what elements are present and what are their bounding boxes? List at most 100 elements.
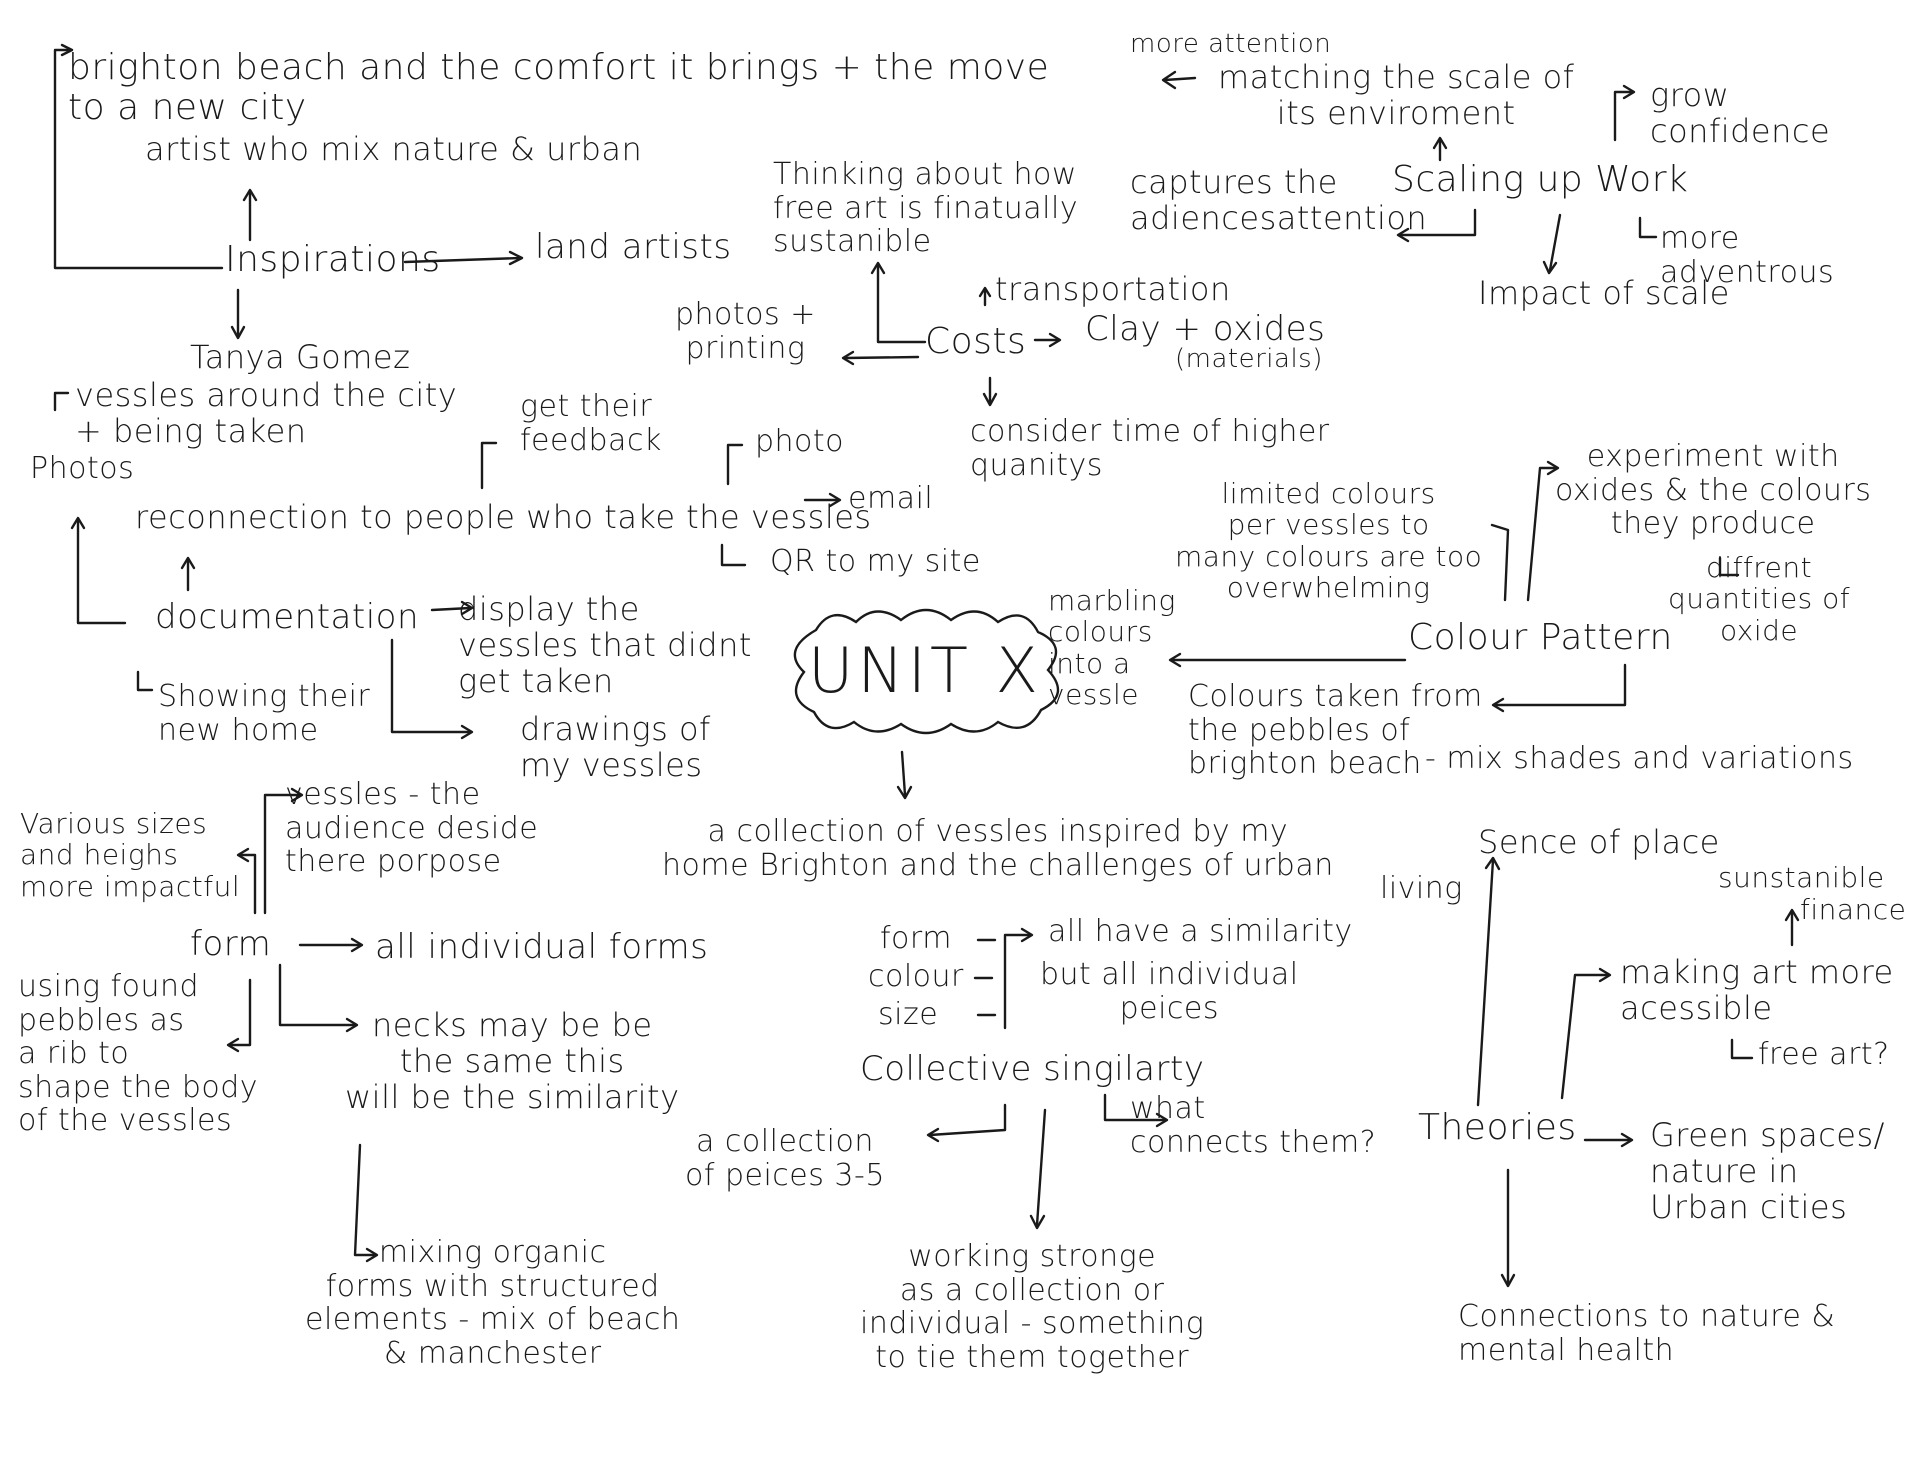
arrowhead (896, 785, 913, 800)
colour-pattern-node: Colour Pattern (1408, 617, 1673, 658)
inspirations-node: Inspirations (225, 239, 441, 280)
connector-inspirations-land (403, 256, 522, 264)
sense-of-place-note: Sence of place (1478, 823, 1720, 861)
scaling-up-node: Scaling up Work (1392, 159, 1689, 200)
arrowhead (70, 516, 86, 530)
audience-purpose-note: vessles - the audience deside there porp… (285, 777, 539, 880)
connector-quantities (1718, 556, 1740, 577)
arrowhead (460, 600, 474, 616)
mixing-forms-note: mixing organic forms with structured ele… (305, 1235, 681, 1371)
oxide-quantities-note: diffrent quantities of oxide (1668, 551, 1851, 647)
feedback-note: get their feedback (520, 389, 662, 458)
connector-form-sizes (238, 853, 257, 915)
matching-scale-note: matching the scale of its enviroment (1218, 58, 1575, 132)
email-note: email (848, 481, 934, 516)
connector-necks-mixing (353, 1143, 377, 1257)
arrowhead (60, 43, 74, 57)
connector-colour-limited (1490, 523, 1510, 602)
collection-pieces-note: a collection of peices 3-5 (685, 1124, 885, 1193)
arrowhead (828, 492, 842, 508)
center-title: UNIT X (807, 633, 1043, 707)
arrowhead (870, 261, 886, 275)
arrowhead (1029, 1214, 1046, 1230)
captures-attention-note: captures the adiencesattention (1130, 163, 1428, 237)
connector-photo (726, 443, 744, 486)
connector-colour-experiment (1526, 466, 1557, 602)
connector-drawings (390, 638, 472, 734)
form-list-item: form (880, 921, 952, 956)
connector-form-necks (278, 963, 357, 1027)
arrowhead (508, 250, 524, 266)
connector-free-art (1730, 1038, 1754, 1060)
arrowhead (1396, 227, 1410, 243)
form-node: form (190, 924, 272, 964)
collection-summary-note: a collection of vessles inspired by my h… (662, 814, 1334, 883)
tanya-gomez-note: Tanya Gomez (190, 338, 411, 376)
connector-similarity-working (1035, 1108, 1047, 1227)
connector-more-attention (1161, 70, 1197, 90)
arrowhead (1432, 136, 1448, 150)
connector-colour-pebbles (1493, 663, 1627, 707)
arrowhead (290, 787, 304, 803)
green-spaces-note: Green spaces/ nature in Urban cities (1650, 1116, 1885, 1226)
free-art-question-note: free art? (1758, 1037, 1890, 1072)
land-artists-note: land artists (535, 227, 732, 267)
theories-node: Theories (1418, 1107, 1577, 1148)
connector-similarity-bracket (1003, 933, 1032, 1030)
necks-similarity-note: necks may be be the same this will be th… (345, 1006, 680, 1116)
arrowhead (1784, 908, 1800, 922)
connector-scaling-impact (1548, 213, 1562, 272)
artists-mix-note: artist who mix nature & urban (145, 130, 643, 168)
arrowhead (1491, 697, 1505, 713)
working-together-note: working stronge as a collection or indiv… (860, 1239, 1205, 1375)
costs-node: Costs (925, 321, 1027, 362)
arrowhead (226, 1037, 240, 1053)
connector-unit-collection (900, 750, 907, 797)
arrowhead (350, 937, 364, 953)
photos-printing-note: photos + printing (675, 297, 816, 366)
pebble-colours-note: Colours taken from the pebbles of bright… (1188, 679, 1483, 782)
arrowhead (1484, 856, 1501, 871)
connector-costs-printing (843, 355, 920, 360)
connector-documentation-photos (76, 518, 127, 625)
materials-note: (materials) (1175, 344, 1323, 374)
arrowhead (230, 325, 246, 340)
photo-note: photo (755, 424, 845, 459)
brighton-beach-note: brighton beach and the comfort it brings… (68, 47, 1050, 129)
colour-list-item: colour (868, 959, 964, 994)
drawings-note: drawings of my vessles (520, 710, 711, 784)
connector-display (430, 606, 472, 612)
display-vessels-note: display the vessles that didnt get taken (458, 590, 752, 700)
finance-note: finance (1800, 893, 1907, 926)
what-connects-note: what connects them? (1130, 1091, 1377, 1160)
connector-scaling-grow (1613, 90, 1634, 142)
connector-qr (720, 543, 747, 567)
arrowhead (460, 724, 474, 740)
connector-theories-sense (1476, 858, 1495, 1107)
arrowhead (1168, 652, 1182, 668)
center-cloud-outline (793, 608, 1059, 735)
connector-adventurous (1638, 216, 1658, 239)
arrowhead (1048, 332, 1062, 348)
sustainable-note: sunstanible (1718, 861, 1885, 894)
arrowhead (1598, 967, 1612, 983)
free-art-note: Thinking about how free art is finatuall… (773, 157, 1079, 260)
clay-oxides-note: Clay + oxides (1085, 309, 1326, 349)
various-sizes-note: Various sizes and heighs more impactful (20, 807, 241, 903)
living-note: living (1380, 871, 1463, 906)
documentation-node: documentation (155, 597, 420, 637)
adventurous-note: more adventrous (1660, 221, 1835, 290)
transportation-note: transportation (995, 270, 1231, 308)
arrowhead (1155, 1112, 1169, 1128)
connector-tanya-vessels (53, 391, 70, 412)
arrowhead (982, 392, 998, 407)
connector-form-audience (263, 793, 302, 915)
connector-similarity-what (1103, 1093, 1167, 1122)
arrowhead (1542, 260, 1558, 275)
connector-showing (136, 670, 154, 692)
individual-forms-note: all individual forms (375, 927, 709, 967)
connector-theories-making (1560, 973, 1610, 1100)
marbling-note: marbling colours into a vessle (1048, 584, 1176, 712)
collective-similarity-node: Collective singilarty (860, 1049, 1205, 1089)
